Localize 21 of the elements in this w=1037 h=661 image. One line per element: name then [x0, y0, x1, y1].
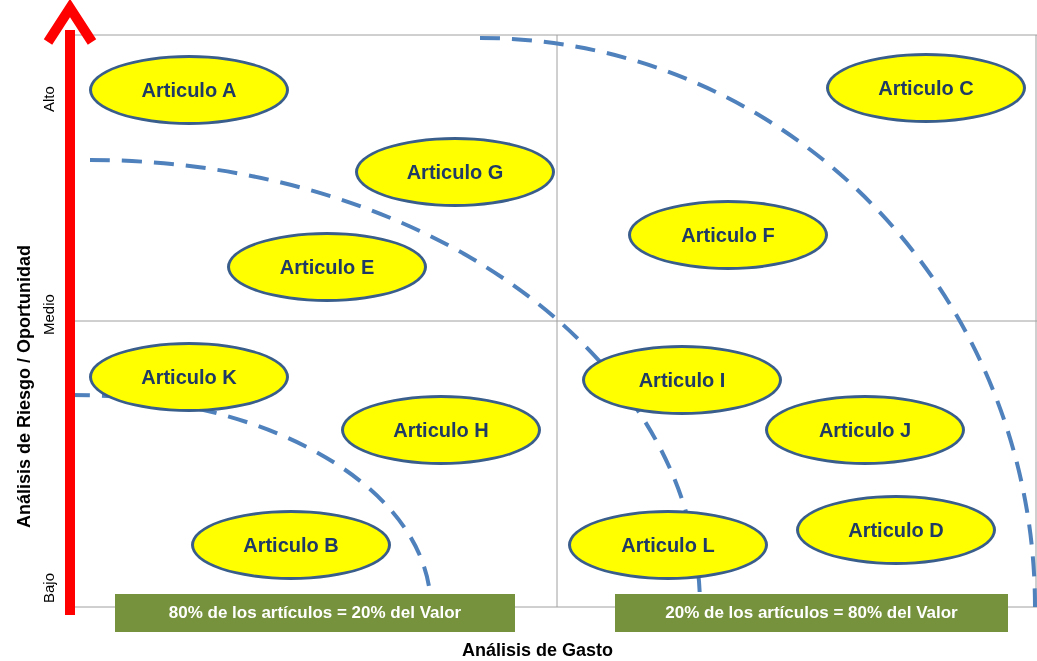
item-label: Articulo C — [877, 76, 975, 101]
band-text: 20% de los artículos = 80% del Valor — [665, 603, 958, 623]
axis-tick-label: Medio — [40, 294, 57, 335]
item-label: Articulo F — [680, 223, 776, 248]
item-label: Articulo L — [620, 533, 716, 558]
item-label: Articulo I — [637, 368, 727, 393]
summary-band — [615, 594, 1008, 632]
item-label: Articulo G — [405, 160, 505, 185]
summary-band — [115, 594, 515, 632]
band-text: 80% de los artículos = 20% del Valor — [168, 603, 462, 623]
axis-title: Análisis de Gasto — [462, 640, 614, 661]
item-label: Articulo D — [847, 518, 945, 543]
item-label: Articulo E — [278, 255, 376, 280]
axis-title: Análisis de Riesgo / Oportunidad — [14, 244, 35, 528]
item-label: Articulo J — [817, 418, 913, 443]
item-label: Articulo K — [140, 365, 238, 390]
item-label: Articulo A — [140, 78, 238, 103]
axis-tick-label: Alto — [40, 86, 57, 112]
item-label: Articulo B — [242, 533, 340, 558]
item-label: Articulo H — [392, 418, 490, 443]
axis-tick-label: Bajo — [40, 572, 57, 603]
